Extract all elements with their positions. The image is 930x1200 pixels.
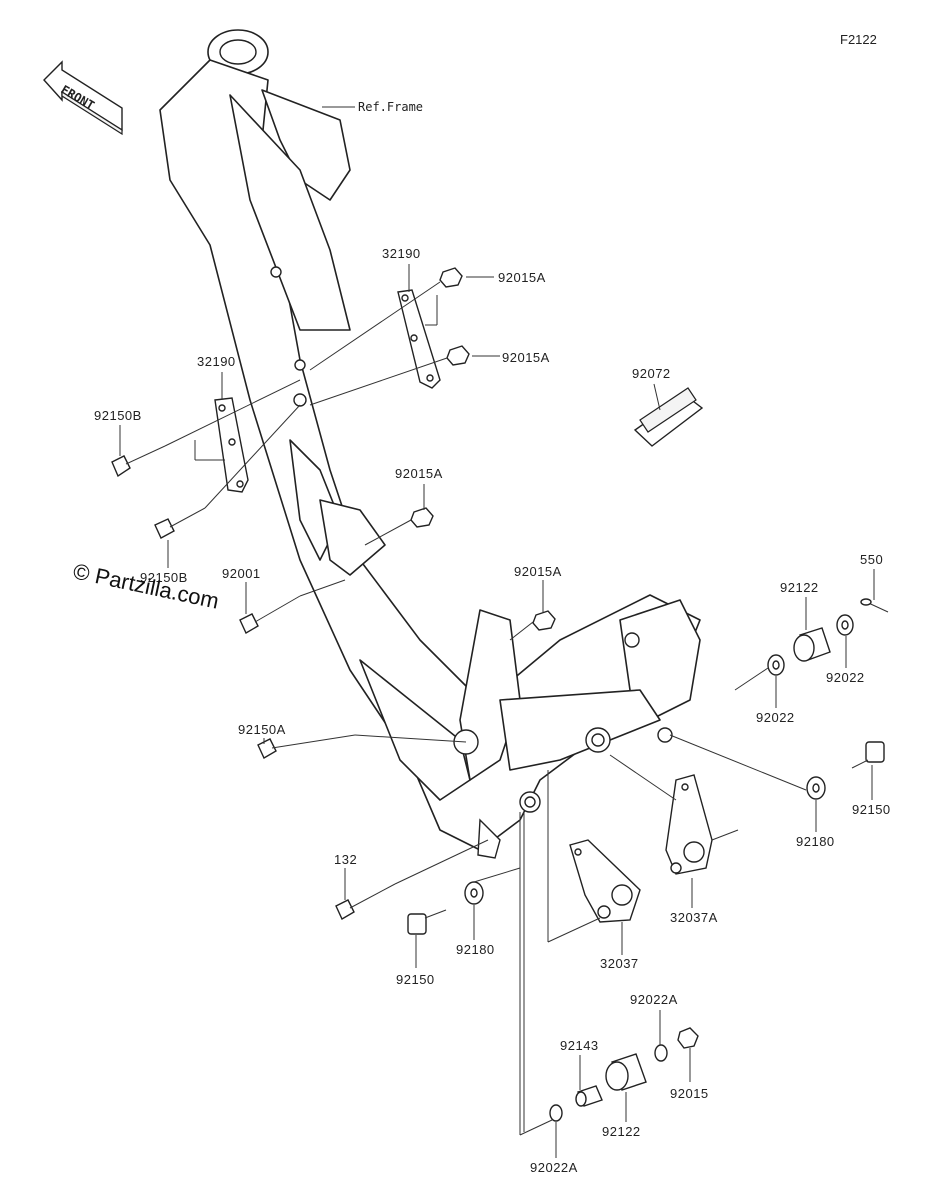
label-92022A-top: 92022A (630, 992, 678, 1007)
bolt-92150B-1 (111, 445, 166, 478)
nut-92015A-1 (439, 267, 463, 288)
label-92122-right: 92122 (780, 580, 819, 595)
nut-92015A-2 (446, 345, 470, 366)
collar-92122-right (793, 627, 831, 662)
bolt-92150B-2 (154, 507, 206, 539)
leader-lines (119, 264, 875, 1158)
label-132: 132 (334, 852, 357, 867)
part-labels: 32190 92015A 92015A 32190 92072 92150B 9… (94, 246, 891, 1175)
bolt-92150-bottom (407, 909, 447, 935)
label-32190-top: 32190 (382, 246, 421, 261)
label-550: 550 (860, 552, 883, 567)
label-92072: 92072 (632, 366, 671, 381)
watermark: © Partzilla.com (71, 558, 221, 613)
spacer-92143 (575, 1085, 603, 1107)
label-32190-left: 32190 (197, 354, 236, 369)
bolt-92001 (239, 595, 301, 634)
washer-92180-right (806, 776, 826, 800)
label-92015: 92015 (670, 1086, 709, 1101)
label-92150-right: 92150 (852, 802, 891, 817)
band-92072 (633, 387, 704, 447)
nut-92015A-3 (410, 507, 434, 528)
label-32037A: 32037A (670, 910, 718, 925)
label-92022A-bottom: 92022A (530, 1160, 578, 1175)
label-92015A-4: 92015A (514, 564, 562, 579)
label-92122-bottom: 92122 (602, 1124, 641, 1139)
label-92150B-1: 92150B (94, 408, 142, 423)
bracket-32190-top (397, 289, 441, 389)
label-92001: 92001 (222, 566, 261, 581)
washer-92022A-bottom (549, 1104, 563, 1122)
label-92143: 92143 (560, 1038, 599, 1053)
nut-92015A-4 (532, 610, 556, 631)
bolt-132 (335, 883, 396, 920)
label-92150-bottom: 92150 (396, 972, 435, 987)
label-92180-bottom: 92180 (456, 942, 495, 957)
frame-body (159, 29, 701, 859)
nut-92015 (677, 1027, 699, 1049)
washer-92022-b (836, 614, 854, 636)
bracket-32037A (665, 774, 713, 875)
ref-frame-label: Ref.Frame (358, 100, 423, 114)
front-arrow-icon: FRONT (43, 60, 123, 136)
label-92015A-1: 92015A (498, 270, 546, 285)
washer-92022A-top (654, 1044, 668, 1062)
label-32037: 32037 (600, 956, 639, 971)
washer-92022-a (767, 654, 785, 676)
label-92015A-3: 92015A (395, 466, 443, 481)
label-92150B-2: 92150B (140, 570, 188, 585)
label-92150A: 92150A (238, 722, 286, 737)
label-92022-a: 92022 (756, 710, 795, 725)
label-92180-right: 92180 (796, 834, 835, 849)
label-92022-b: 92022 (826, 670, 865, 685)
bolt-92150A (257, 734, 356, 759)
figure-code: F2122 (840, 32, 877, 47)
collar-92122-bottom (605, 1053, 647, 1091)
washer-92180-bottom (464, 881, 484, 905)
pin-550 (860, 598, 889, 613)
label-92015A-2: 92015A (502, 350, 550, 365)
bracket-32037 (569, 839, 641, 923)
bolt-92150-right (851, 741, 885, 769)
bracket-32190-left (214, 397, 249, 493)
